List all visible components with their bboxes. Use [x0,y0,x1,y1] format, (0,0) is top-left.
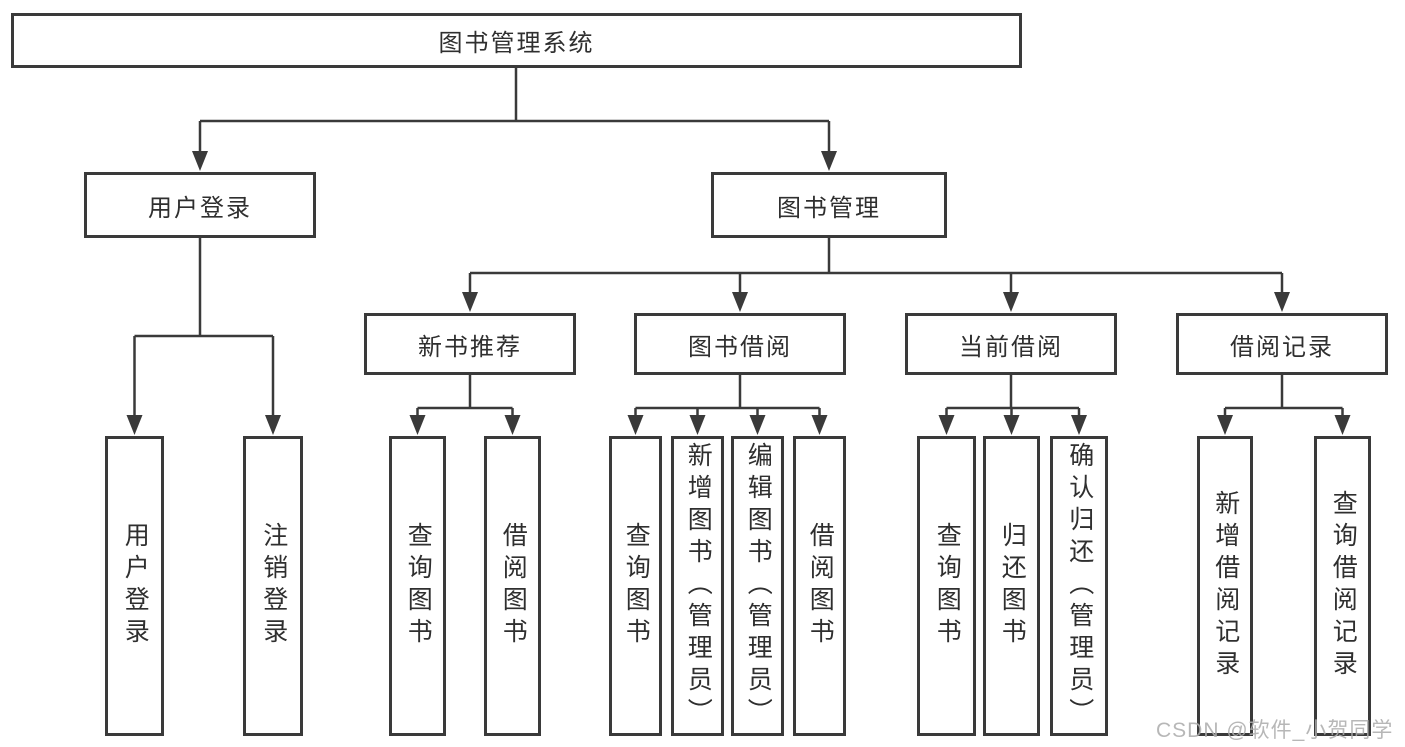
node-borrow-edit-admin: 编辑图书（管理员） [731,436,784,736]
node-current-borrow: 当前借阅 [905,313,1117,375]
node-borrow-add-admin: 新增图书（管理员） [671,436,724,736]
node-book-borrow: 图书借阅 [634,313,846,375]
node-records-add: 新增借阅记录 [1197,436,1253,736]
node-user-login: 用户登录 [84,172,316,238]
node-new-book-recommend: 新书推荐 [364,313,576,375]
node-borrow-records: 借阅记录 [1176,313,1388,375]
node-user-login-action: 用户登录 [105,436,164,736]
watermark: CSDN @软件_小贺同学 [1156,719,1394,742]
node-current-return: 归还图书 [983,436,1040,736]
node-library-system: 图书管理系统 [11,13,1022,68]
node-current-confirm-admin: 确认归还（管理员） [1050,436,1108,736]
node-current-query: 查询图书 [917,436,976,736]
node-records-query: 查询借阅记录 [1314,436,1371,736]
node-newbook-borrow: 借阅图书 [484,436,541,736]
node-logout-action: 注销登录 [243,436,303,736]
node-newbook-query: 查询图书 [389,436,446,736]
node-book-management: 图书管理 [711,172,947,238]
node-borrow-action: 借阅图书 [793,436,846,736]
node-borrow-query: 查询图书 [609,436,662,736]
